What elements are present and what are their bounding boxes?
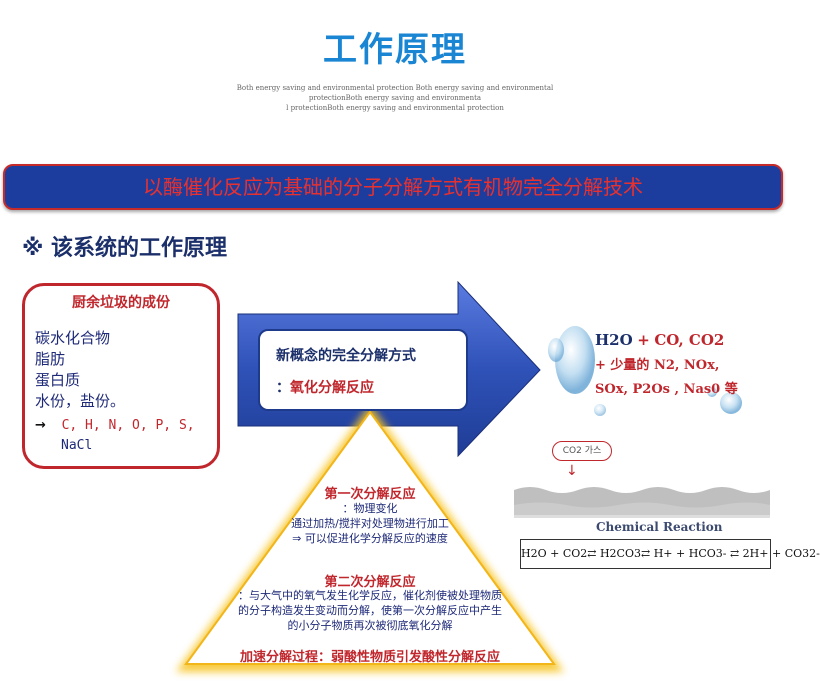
co2-gas-label: CO2 가스 — [552, 441, 612, 461]
water-drop — [720, 392, 742, 414]
method-title: 新概念的完全分解方式 — [276, 348, 416, 364]
subtitle-line: Both energy saving and environmental pro… — [236, 84, 554, 92]
subtitle-line: l protectionBoth energy saving and envir… — [286, 104, 504, 112]
stage2-line: ：与大气中的氧气发生化学反应，催化剂使被处理物质 — [238, 589, 502, 602]
subtitle-line: protectionBoth energy saving and environ… — [308, 94, 482, 102]
output-plus: + — [637, 331, 650, 349]
arrow-right-icon: → — [35, 418, 46, 433]
output-co: CO, CO2 — [654, 331, 725, 349]
output-minor: SOx, P2Os , Nas0 等 — [595, 382, 738, 397]
kitchen-waste-items: 碳水化合物 脂肪 蛋白质 水份，盐份。 — [35, 328, 125, 412]
output-minor: + 少量的 N2, NOx, — [595, 358, 720, 373]
colon: ： — [276, 380, 290, 396]
chemical-formula: H2O + CO2⇄ H2CO3⇄ H+ + HCO3- ⇄ 2H+ + CO3… — [520, 539, 820, 569]
water-drop — [594, 404, 606, 416]
stage2-title: 第二次分解反应 — [324, 575, 416, 590]
diagram-shapes — [176, 280, 770, 672]
kitchen-waste-box: 厨余垃圾的成份 碳水化合物 脂肪 蛋白质 水份，盐份。 → C, H, N, O… — [22, 283, 220, 469]
technology-banner: 以酶催化反应为基础的分子分解方式有机物完全分解技术 — [3, 164, 783, 210]
stage1-body: ：物理变化 通过加热/搅拌对处理物进行加工 ⇒ 可以促进化学分解反应的速度 — [250, 501, 490, 546]
arrow-down-icon: ↓ — [566, 463, 578, 479]
water-drop — [548, 338, 564, 362]
chemical-reaction-label: Chemical Reaction — [596, 520, 723, 534]
output-products: H2O + CO, CO2 + 少量的 N2, NOx, SOx, P2Os ,… — [595, 328, 738, 402]
pyramid-footer: 加速分解过程：弱酸性物质引发酸性分解反应 — [239, 650, 500, 665]
kitchen-waste-title: 厨余垃圾的成份 — [72, 295, 170, 311]
list-item: 脂肪 — [35, 350, 66, 368]
decomposition-method-box: 新概念的完全分解方式 ：氧化分解反应 — [258, 329, 468, 411]
page-subtitle: Both energy saving and environmental pro… — [195, 83, 595, 113]
kitchen-waste-elements: → C, H, N, O, P, S, NaCl — [35, 416, 195, 456]
list-item: 碳水化合物 — [35, 329, 111, 347]
section-heading: ※ 该系统的工作原理 — [22, 236, 228, 261]
page-title: 工作原理 — [323, 30, 467, 70]
stage1-title: 第一次分解反应 — [324, 487, 416, 502]
method-reaction: 氧化分解反应 — [290, 380, 374, 396]
stage1-line: 通过加热/搅拌对处理物进行加工 — [291, 517, 449, 530]
output-h2o: H2O — [595, 331, 633, 349]
stage1-line: ：物理变化 — [342, 502, 398, 515]
pyramid — [184, 410, 556, 665]
method-subtitle: ：氧化分解反应 — [276, 377, 374, 397]
list-item: 蛋白质 — [35, 371, 81, 389]
water-drop — [555, 326, 595, 394]
water-surface-light — [514, 502, 770, 518]
water-drop — [707, 387, 717, 397]
element-list: C, H, N, O, P, S, — [61, 418, 195, 433]
stage2-body: ：与大气中的氧气发生化学反应，催化剂使被处理物质 的分子构造发生变动而分解，使第… — [196, 588, 544, 633]
list-item: 水份，盐份。 — [35, 392, 126, 410]
element-list-cont: NaCl — [61, 438, 93, 453]
stage2-line: 的小分子物质再次被彻底氧化分解 — [287, 619, 453, 632]
stage1-line: ⇒ 可以促进化学分解反应的速度 — [292, 532, 448, 545]
stage2-line: 的分子构造发生变动而分解，使第一次分解反应中产生 — [238, 604, 502, 617]
